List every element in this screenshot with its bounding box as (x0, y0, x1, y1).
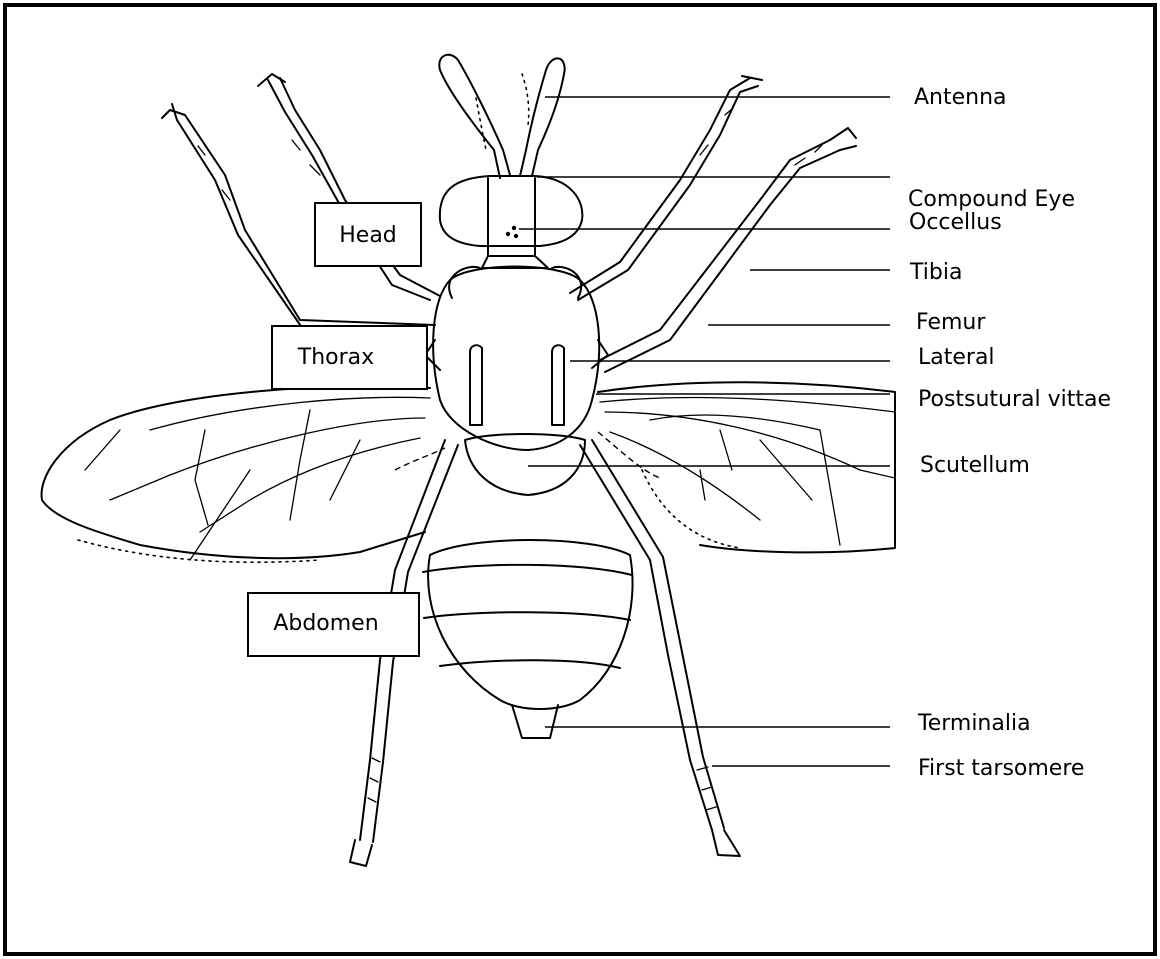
antennae (439, 55, 564, 178)
callout-postsutural-vittae: Postsutural vittae (918, 387, 1111, 412)
callout-compound-eye: Compound Eye (908, 187, 1075, 212)
callouts: Antenna Compound Eye Occellus Tibia Femu… (908, 85, 1111, 781)
abdomen-box: Abdomen (248, 593, 419, 656)
callout-tibia: Tibia (909, 260, 962, 285)
head-label: Head (339, 223, 397, 248)
abdomen-body (423, 540, 633, 738)
callout-scutellum: Scutellum (920, 453, 1030, 478)
callout-antenna: Antenna (914, 85, 1007, 110)
thorax-box: Thorax (272, 326, 427, 389)
figure-frame (5, 5, 1155, 954)
head-box: Head (315, 203, 421, 266)
callout-lateral: Lateral (918, 345, 995, 370)
right-wing (598, 382, 895, 552)
callout-terminalia: Terminalia (917, 711, 1031, 736)
callout-occellus: Occellus (909, 210, 1002, 235)
head-body (440, 176, 583, 268)
callout-femur: Femur (916, 310, 986, 335)
abdomen-label: Abdomen (273, 611, 378, 636)
thorax-label: Thorax (297, 345, 374, 370)
left-wing (42, 386, 445, 562)
legs (162, 74, 856, 866)
callout-first-tarsomere: First tarsomere (918, 756, 1084, 781)
